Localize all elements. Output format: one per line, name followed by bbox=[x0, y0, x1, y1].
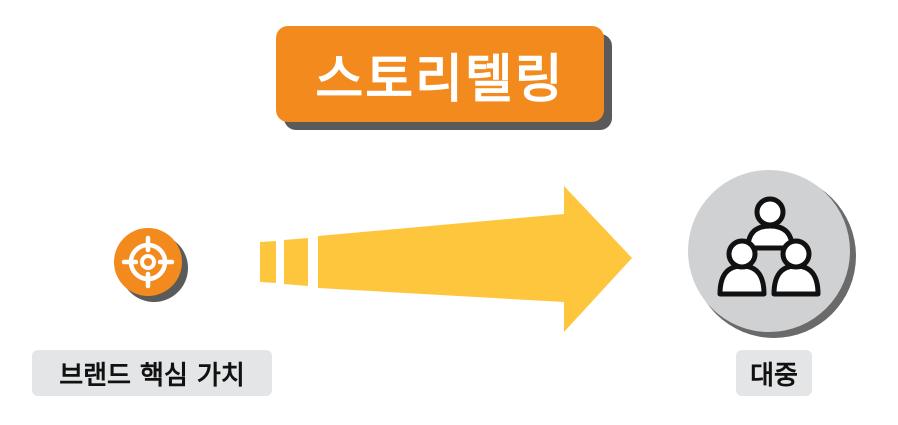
people-group-graphic bbox=[688, 170, 856, 338]
people-group-icon bbox=[688, 170, 860, 342]
page-title: 스토리텔링 bbox=[276, 26, 604, 122]
target-label-text: 대중 bbox=[750, 360, 798, 391]
page-title-text: 스토리텔링 bbox=[315, 49, 565, 110]
target-icon bbox=[112, 226, 192, 306]
source-label-text: 브랜드 핵심 가치 bbox=[59, 360, 245, 391]
target-icon-graphic bbox=[114, 228, 188, 302]
target-label: 대중 bbox=[736, 350, 812, 396]
source-label: 브랜드 핵심 가치 bbox=[32, 350, 272, 396]
arrow-right-icon bbox=[256, 186, 636, 336]
arrow-graphic bbox=[260, 186, 632, 332]
